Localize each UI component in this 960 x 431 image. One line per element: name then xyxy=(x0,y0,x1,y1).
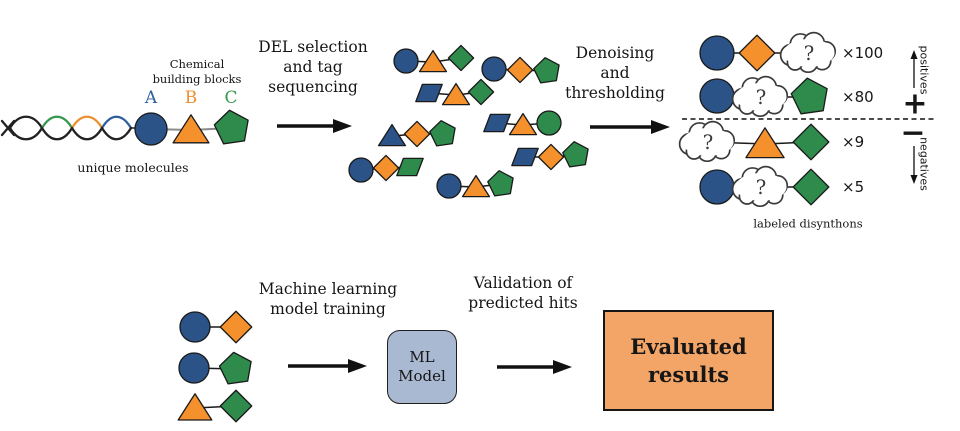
circle-shape xyxy=(178,352,210,384)
diamond-shape xyxy=(403,120,431,148)
library-molecule-chain xyxy=(415,78,495,106)
triangle-shape xyxy=(418,49,448,73)
library-molecule-chain xyxy=(481,56,560,84)
negatives-arrow xyxy=(910,146,918,184)
arrow-validation xyxy=(497,360,572,374)
parallelogram-shape xyxy=(511,147,539,167)
parallelogram-shape xyxy=(483,113,511,133)
training-pair xyxy=(179,310,253,344)
disynthon-row: ? xyxy=(699,75,828,118)
dna-helix xyxy=(0,115,142,141)
arrow-ml-training xyxy=(288,359,367,373)
step-validation-label: Validation of predicted hits xyxy=(468,274,578,312)
library-molecule-chain xyxy=(483,110,562,136)
question-mark: ? xyxy=(804,42,814,65)
diamond-shape xyxy=(506,56,534,84)
building-block-a-label: A xyxy=(144,88,158,108)
step-ml-training-label: Machine learning model training xyxy=(258,280,398,318)
circle-shape xyxy=(699,169,735,205)
arrow-del-selection xyxy=(277,119,352,133)
plus-sign: + xyxy=(902,86,928,122)
library-molecule-chain xyxy=(511,141,589,171)
cloud-shape: ? xyxy=(731,75,789,118)
question-mark: ? xyxy=(756,86,766,109)
circle-shape xyxy=(699,78,735,114)
circle-shape xyxy=(536,110,562,136)
count-100: ×100 xyxy=(842,44,884,62)
triangle-shape xyxy=(745,127,785,159)
disynthon-row: ? xyxy=(678,120,830,163)
ml-model-label: ML Model xyxy=(398,347,446,386)
building-block-chain xyxy=(134,109,249,146)
evaluated-results-label: Evaluated results xyxy=(630,334,747,387)
count-80: ×80 xyxy=(842,88,874,106)
training-pair xyxy=(178,351,252,385)
library-molecule-chain xyxy=(436,170,514,199)
library-molecule-chain xyxy=(393,44,475,74)
pentagon-shape xyxy=(218,351,252,385)
cloud-shape: ? xyxy=(678,120,736,163)
evaluated-results-box: Evaluated results xyxy=(603,310,774,411)
step-denoising-label: Denoising and thresholding xyxy=(565,44,665,102)
cloud-shape: ? xyxy=(779,31,837,74)
disynthon-row: ? xyxy=(699,165,830,208)
diamond-shape xyxy=(738,34,776,72)
diamond-shape xyxy=(792,123,830,161)
positives-arrow xyxy=(910,50,918,88)
diamond-shape xyxy=(219,310,253,344)
diamond-shape xyxy=(792,168,830,206)
triangle-shape xyxy=(177,393,213,421)
circle-shape xyxy=(481,56,507,82)
building-block-c-label: C xyxy=(224,88,238,108)
library-molecule-chain xyxy=(348,154,424,183)
molecule-layer: ???? xyxy=(134,31,837,423)
circle-shape xyxy=(699,35,735,71)
triangle-shape xyxy=(508,112,538,136)
triangle-shape xyxy=(172,114,210,144)
circle-shape xyxy=(393,48,419,74)
building-block-b-label: B xyxy=(184,88,198,108)
triangle-shape xyxy=(441,82,471,106)
pentagon-shape xyxy=(429,120,456,147)
cloud-shape: ? xyxy=(731,165,789,208)
circle-shape xyxy=(348,157,374,183)
circle-shape xyxy=(179,311,211,343)
diamond-shape xyxy=(219,389,253,423)
step-del-selection-label: DEL selection and tag sequencing xyxy=(258,38,368,96)
pentagon-shape xyxy=(487,170,514,197)
parallelogram-shape xyxy=(396,157,424,177)
diamond-shape xyxy=(537,143,565,171)
pentagon-shape xyxy=(533,57,560,84)
disynthon-row: ? xyxy=(699,31,837,74)
library-molecule-chain xyxy=(377,120,456,148)
labeled-disynthons-label: labeled disynthons xyxy=(753,216,863,231)
ml-model-box: ML Model xyxy=(387,330,457,404)
triangle-shape xyxy=(377,123,407,147)
circle-shape xyxy=(134,112,168,146)
arrow-denoising xyxy=(590,120,670,134)
triangle-shape xyxy=(461,174,491,198)
pentagon-shape xyxy=(790,77,828,115)
question-mark: ? xyxy=(703,131,713,154)
count-5: ×5 xyxy=(842,178,865,196)
pentagon-shape xyxy=(562,141,589,168)
minus-sign: − xyxy=(900,115,926,151)
question-mark: ? xyxy=(756,176,766,199)
parallelogram-shape xyxy=(415,83,443,103)
training-pair xyxy=(177,389,253,423)
count-9: ×9 xyxy=(842,133,865,151)
diamond-shape xyxy=(467,78,495,106)
chemical-building-blocks-label: Chemical building blocks xyxy=(152,57,242,86)
diamond-shape xyxy=(372,154,400,182)
circle-shape xyxy=(436,173,462,199)
pentagon-shape xyxy=(213,109,249,145)
diamond-shape xyxy=(447,44,475,72)
unique-molecules-label: unique molecules xyxy=(77,160,189,175)
